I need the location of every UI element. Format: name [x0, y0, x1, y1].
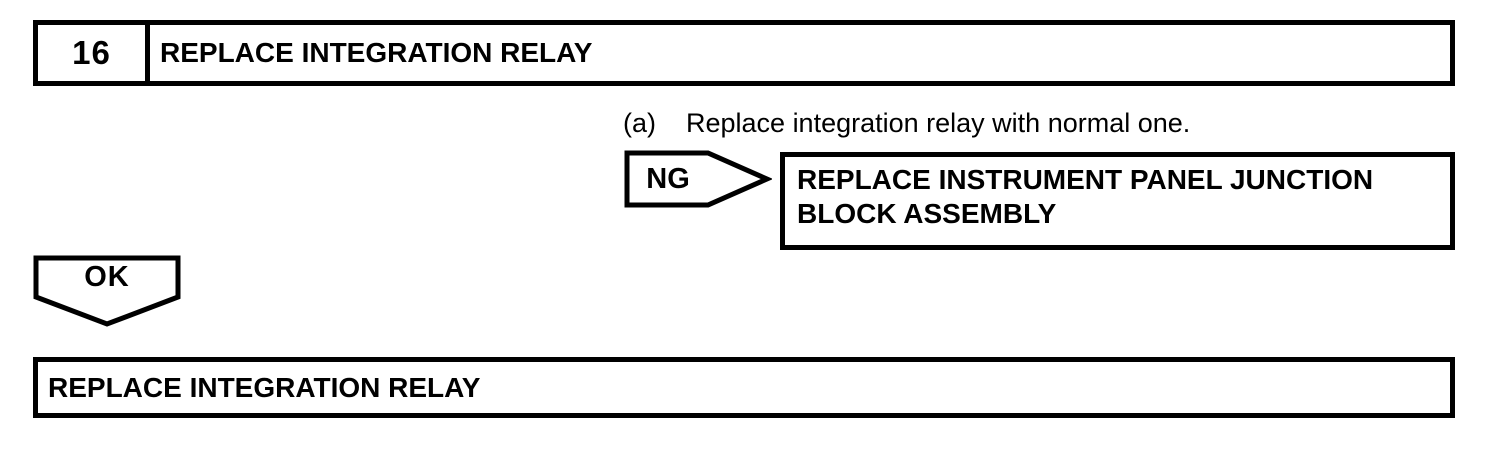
instruction-text: Replace integration relay with normal on… [686, 108, 1191, 138]
ng-arrow-icon [624, 150, 772, 208]
ok-action-box: REPLACE INTEGRATION RELAY [33, 357, 1455, 418]
step-number: 16 [38, 25, 150, 81]
ok-arrow-icon [33, 255, 181, 327]
ng-flag-shape [624, 150, 772, 208]
ng-action-line-1: REPLACE INSTRUMENT PANEL JUNCTION [797, 164, 1374, 195]
ng-action-line-2: BLOCK ASSEMBLY [797, 198, 1057, 229]
instruction-line: (a) Replace integration relay with norma… [623, 107, 1190, 139]
instruction-marker: (a) [623, 108, 656, 138]
ok-action-text: REPLACE INTEGRATION RELAY [48, 371, 481, 403]
ng-label: NG [646, 162, 690, 195]
ok-flag-shape [33, 255, 181, 327]
step-header-box: 16 REPLACE INTEGRATION RELAY [33, 20, 1455, 86]
step-title: REPLACE INTEGRATION RELAY [160, 37, 593, 68]
ok-label: OK [84, 260, 130, 293]
ng-action-box: REPLACE INSTRUMENT PANEL JUNCTION BLOCK … [780, 152, 1455, 250]
